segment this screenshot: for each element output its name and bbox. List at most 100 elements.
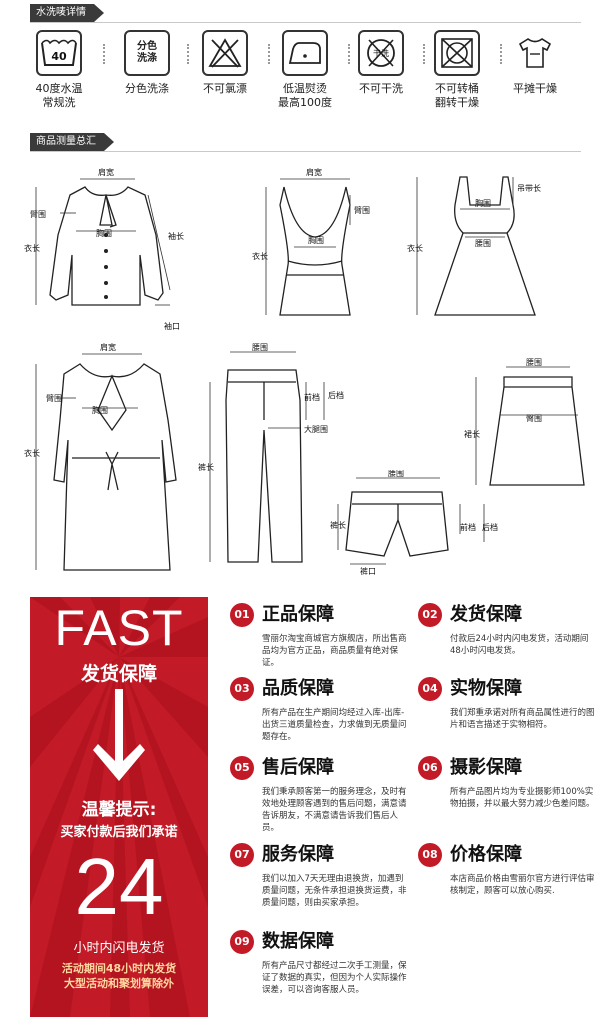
svg-text:臂围: 臂围 <box>354 205 370 215</box>
guarantee-desc: 我们以加入7天无理由退换货，加遇到质量问题，无条件承担退换货运费，非质量问题，则… <box>262 874 407 908</box>
svg-text:后档: 后档 <box>328 390 344 400</box>
care-separator <box>268 44 272 64</box>
no-tumble-dry-icon <box>434 30 480 76</box>
pants-diagram: 腰围 后档 前档 大腿围 裤长 <box>198 343 344 563</box>
svg-text:胸围: 胸围 <box>92 405 108 415</box>
guarantee-number: 01 <box>230 603 254 627</box>
svg-text:腰围: 腰围 <box>388 470 404 478</box>
svg-text:肩宽: 肩宽 <box>100 342 116 352</box>
svg-text:衣长: 衣长 <box>24 448 40 458</box>
svg-text:裤口: 裤口 <box>360 566 376 576</box>
measure-section-title: 商品测量总汇 <box>30 133 114 151</box>
care-label-iron-low: 低温熨烫 最高100度 <box>278 82 332 109</box>
care-label-dry-flat: 平摊干燥 <box>513 82 557 95</box>
separate-wash-icon-text: 分色 洗涤 <box>137 41 157 64</box>
svg-text:袖长: 袖长 <box>168 231 184 241</box>
coat-diagram: 肩宽 胸围 臂围 衣长 <box>24 342 177 571</box>
care-item-separate-wash: 分色 洗涤 分色洗涤 <box>112 30 182 96</box>
svg-text:肩宽: 肩宽 <box>98 167 114 177</box>
guarantee-desc: 所有产品图片均为专业摄影师100%实物拍摄，并以最大努力减少色差问题。 <box>450 787 595 809</box>
svg-text:吊带长: 吊带长 <box>517 183 541 193</box>
guarantee-title: 发货保障 <box>450 604 522 625</box>
guarantee-number: 02 <box>418 603 442 627</box>
care-separator <box>500 44 504 64</box>
svg-text:大腿围: 大腿围 <box>304 424 328 434</box>
banner-note-line2: 大型活动和聚划算除外 <box>64 977 174 990</box>
svg-text:衣长: 衣长 <box>252 251 268 261</box>
guarantee-title: 正品保障 <box>262 604 334 625</box>
svg-text:胸围: 胸围 <box>475 198 491 208</box>
guarantee-title: 价格保障 <box>450 844 522 865</box>
care-item-wash-40: 40 40度水温 常规洗 <box>24 30 94 110</box>
svg-text:裤长: 裤长 <box>198 462 214 472</box>
guarantee-number: 04 <box>418 677 442 701</box>
svg-text:后档: 后档 <box>482 522 498 532</box>
shorts-diagram: 腰围 裤长 前档 后档 裤口 <box>330 470 498 576</box>
guarantee-title: 品质保障 <box>262 678 334 699</box>
care-label-no-tumble-dry: 不可转桶 翻转干燥 <box>435 82 479 109</box>
guarantee-desc: 我们郑重承诺对所有商品属性进行的图片和语言描述于实物相符。 <box>450 708 595 730</box>
care-item-no-bleach: 不可氯漂 <box>190 30 260 96</box>
banner-flash-ship: 小时内闪电发货 <box>73 941 165 956</box>
care-separator <box>423 44 427 64</box>
guarantee-number: 08 <box>418 843 442 867</box>
svg-text:前档: 前档 <box>460 522 476 532</box>
svg-text:裙长: 裙长 <box>464 429 480 439</box>
guarantee-number: 05 <box>230 756 254 780</box>
care-section-divider <box>30 22 581 23</box>
care-item-iron-low: 低温熨烫 最高100度 <box>270 30 340 110</box>
svg-text:衣长: 衣长 <box>407 243 423 253</box>
care-icons-row: 40 40度水温 常规洗 分色 洗涤 分色洗涤 不可氯漂 低温熨烫 最高100度… <box>30 30 590 125</box>
banner-title: 发货保障 <box>80 663 157 685</box>
strap-dress-diagram: 吊带长 胸围 腰围 衣长 <box>407 176 541 316</box>
care-separator <box>103 44 107 64</box>
guarantee-title: 售后保障 <box>262 757 334 778</box>
measure-section-divider <box>30 151 581 152</box>
svg-text:肩宽: 肩宽 <box>306 167 322 177</box>
fast-shipping-banner: FAST 发货保障 温馨提示: 买家付款后我们承诺 24 小时内闪电发货 活动期… <box>30 597 208 1017</box>
banner-tip-title: 温馨提示: <box>81 800 157 820</box>
dry-flat-icon <box>512 30 558 76</box>
banner-note-line1: 活动期间48小时内发货 <box>61 962 177 975</box>
no-dry-clean-icon: 干洗 <box>358 30 404 76</box>
svg-text:干洗: 干洗 <box>373 48 389 58</box>
wash-40-icon: 40 <box>36 30 82 76</box>
care-item-no-tumble-dry: 不可转桶 翻转干燥 <box>422 30 492 110</box>
guarantee-desc: 我们秉承顾客第一的服务理念，及时有效地处理顾客遇到的售后问题，满意请告诉朋友，不… <box>262 787 407 833</box>
guarantee-number: 09 <box>230 930 254 954</box>
svg-text:臂围: 臂围 <box>46 393 62 403</box>
banner-promise: 买家付款后我们承诺 <box>60 825 178 840</box>
svg-text:臀围: 臀围 <box>526 414 542 423</box>
guarantee-title: 摄影保障 <box>450 757 522 778</box>
care-separator <box>187 44 191 64</box>
svg-text:胸围: 胸围 <box>308 235 324 245</box>
svg-text:腰围: 腰围 <box>526 358 542 367</box>
guarantee-desc: 付款后24小时内闪电发货，活动期间48小时闪电发货。 <box>450 634 589 656</box>
iron-low-icon <box>282 30 328 76</box>
guarantee-title: 服务保障 <box>262 844 334 865</box>
care-separator <box>348 44 352 64</box>
care-item-no-dry-clean: 干洗 不可干洗 <box>346 30 416 96</box>
svg-text:前档: 前档 <box>304 392 320 402</box>
svg-text:裤长: 裤长 <box>330 520 346 530</box>
guarantee-number: 06 <box>418 756 442 780</box>
shirt-buttons <box>104 233 108 299</box>
vest-diagram: 肩宽 胸围 臂围 衣长 <box>252 167 370 316</box>
banner-rays-decoration <box>30 597 208 1017</box>
care-item-dry-flat: 平摊干燥 <box>500 30 570 96</box>
banner-fast: FAST <box>54 600 184 656</box>
svg-text:衣长: 衣长 <box>24 243 40 253</box>
svg-text:腰围: 腰围 <box>252 343 268 352</box>
care-label-no-dry-clean: 不可干洗 <box>359 82 403 95</box>
no-bleach-icon <box>202 30 248 76</box>
svg-text:腰围: 腰围 <box>475 239 491 248</box>
guarantee-number: 03 <box>230 677 254 701</box>
care-label-wash-40: 40度水温 常规洗 <box>35 82 83 109</box>
separate-wash-icon: 分色 洗涤 <box>124 30 170 76</box>
guarantee-desc: 雪丽尔淘宝商城官方旗舰店，所出售商品均为官方正品，商品质量有绝对保证。 <box>262 634 407 668</box>
guarantee-desc: 本店商品价格由雪丽尔官方进行评估审核制定，顾客可以放心购买. <box>450 874 595 896</box>
shirt-diagram: 肩宽 胸围 臂围 衣长 袖长 袖口 <box>24 167 184 331</box>
svg-text:胸围: 胸围 <box>96 228 112 238</box>
banner-note: 活动期间48小时内发货 大型活动和聚划算除外 <box>30 961 208 991</box>
banner-hours-number: 24 <box>74 842 164 931</box>
